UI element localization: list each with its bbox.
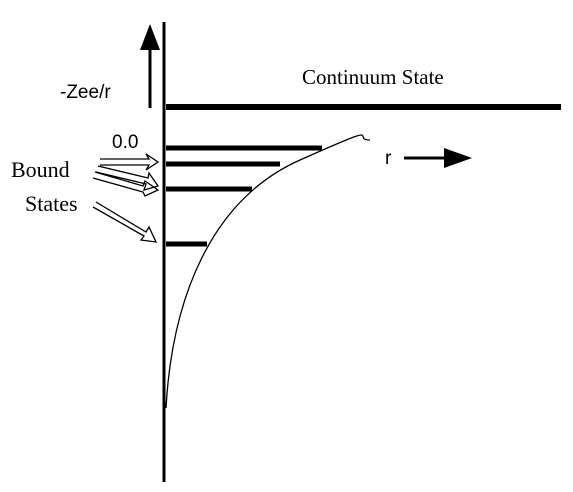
r-axis-label: r (385, 148, 392, 169)
r-arrow (404, 148, 472, 168)
bound-pointer-arrow-4 (92, 201, 158, 243)
bound-pointer-arrow-2 (95, 165, 160, 191)
continuum-label: Continuum State (302, 65, 444, 89)
potential-label: -Zee/r (60, 82, 111, 103)
potential-curve (165, 134, 371, 409)
bound-pointer-arrows (92, 153, 160, 243)
bound-label-line1: Bound (11, 157, 70, 182)
energy-arrow (140, 24, 160, 108)
zero-label: 0.0 (112, 132, 138, 153)
bound-pointer-arrow-1 (100, 153, 160, 171)
bound-label-line2: States (25, 191, 78, 216)
bound-pointer-arrow-3 (92, 171, 160, 197)
